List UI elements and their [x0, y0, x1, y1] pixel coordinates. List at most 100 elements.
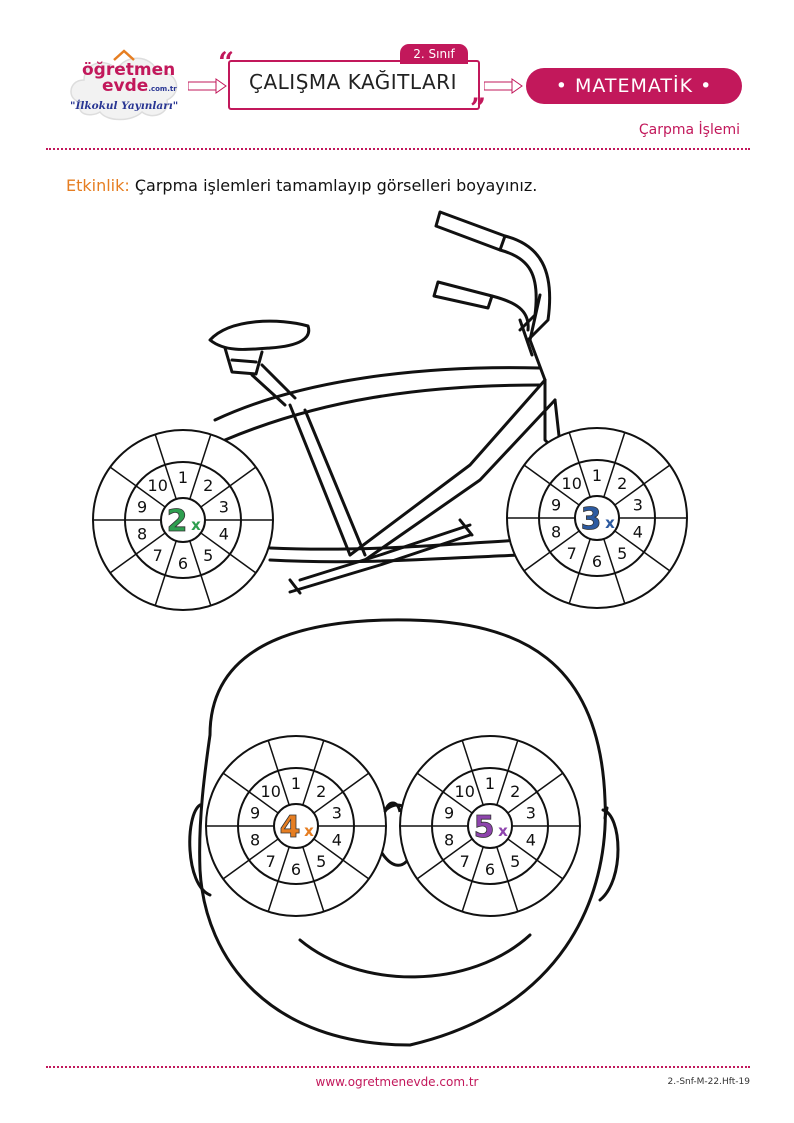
answer-divider: [342, 772, 370, 793]
inner-divider: [603, 462, 616, 498]
answer-divider: [229, 553, 257, 574]
answer-divider: [643, 551, 671, 572]
factor-number: 9: [137, 498, 147, 517]
footer-url[interactable]: www.ogretmenevde.com.tr: [315, 1075, 479, 1089]
inner-divider: [189, 464, 202, 500]
answer-slot[interactable]: [354, 837, 378, 861]
header-divider: [46, 148, 750, 150]
arrow-right-icon: [188, 78, 227, 94]
answer-slot[interactable]: [515, 529, 539, 553]
instruction-label: Etkinlik:: [66, 176, 130, 195]
inner-divider: [471, 770, 484, 806]
answer-slot[interactable]: [542, 566, 566, 590]
answer-slot[interactable]: [408, 791, 432, 815]
footer-code: 2.-Snf-M-22.Hft-19: [667, 1077, 750, 1087]
answer-slot[interactable]: [327, 874, 351, 898]
glasses-bridge: [383, 801, 402, 813]
answer-slot[interactable]: [435, 874, 459, 898]
instruction: Etkinlik: Çarpma işlemleri tamamlayıp gö…: [66, 176, 537, 195]
logo-cloud: [70, 49, 178, 121]
answer-slot[interactable]: [214, 568, 238, 592]
answer-slot[interactable]: [655, 529, 679, 553]
answer-slot[interactable]: [214, 791, 238, 815]
inner-divider: [302, 770, 315, 806]
answer-slot[interactable]: [128, 448, 152, 472]
answer-slot[interactable]: [542, 446, 566, 470]
inner-divider: [302, 846, 315, 882]
bicycle-frame: [213, 293, 592, 595]
topic-label: Çarpma İşlemi: [638, 122, 740, 138]
answer-divider: [342, 859, 370, 880]
answer-divider: [536, 859, 564, 880]
answer-slot[interactable]: [171, 582, 195, 606]
answer-slot[interactable]: [101, 531, 125, 555]
factor-number: 4: [526, 830, 536, 849]
factor-number: 1: [485, 774, 495, 793]
answer-divider: [461, 880, 473, 912]
factor-number: 9: [250, 804, 260, 823]
answer-slot[interactable]: [521, 754, 545, 778]
factor-number: 4: [219, 524, 229, 543]
answer-slot[interactable]: [284, 888, 308, 912]
answer-divider: [200, 434, 212, 466]
close-quote-icon: ”: [470, 92, 487, 125]
handlebars: [432, 210, 552, 342]
inner-divider: [578, 538, 591, 574]
answer-slot[interactable]: [628, 446, 652, 470]
answer-slot[interactable]: [101, 485, 125, 509]
inner-divider: [248, 838, 279, 861]
inner-divider: [614, 530, 645, 553]
answer-slot[interactable]: [478, 888, 502, 912]
inner-divider: [135, 485, 166, 508]
answer-slot[interactable]: [214, 837, 238, 861]
arrow-right-icon: [484, 78, 523, 94]
answer-slot[interactable]: [585, 580, 609, 604]
answer-slot[interactable]: [327, 754, 351, 778]
factor-number: 7: [460, 852, 470, 871]
answer-slot[interactable]: [241, 531, 265, 555]
factor-number: 10: [148, 476, 168, 495]
answer-slot[interactable]: [171, 434, 195, 458]
answer-slot[interactable]: [515, 483, 539, 507]
inner-divider: [442, 838, 473, 861]
answer-divider: [109, 553, 137, 574]
factor-number: 3: [332, 804, 342, 823]
inner-divider: [496, 846, 509, 882]
answer-slot[interactable]: [284, 740, 308, 764]
answer-slot[interactable]: [354, 791, 378, 815]
inner-divider: [603, 538, 616, 574]
factor-number: 4: [633, 522, 643, 541]
answer-slot[interactable]: [241, 874, 265, 898]
multiplier-number: 2: [167, 504, 188, 539]
answer-slot[interactable]: [408, 837, 432, 861]
open-quote-icon: “: [218, 46, 235, 79]
answer-slot[interactable]: [548, 837, 572, 861]
answer-slot[interactable]: [435, 754, 459, 778]
answer-slot[interactable]: [128, 568, 152, 592]
answer-slot[interactable]: [478, 740, 502, 764]
factor-number: 8: [137, 524, 147, 543]
inner-divider: [313, 791, 344, 814]
inner-divider: [164, 464, 177, 500]
answer-slot[interactable]: [585, 432, 609, 456]
answer-slot[interactable]: [521, 874, 545, 898]
saddle: [208, 319, 311, 376]
factor-number: 9: [444, 804, 454, 823]
factor-number: 5: [316, 852, 326, 871]
factor-number: 3: [526, 804, 536, 823]
answer-slot[interactable]: [628, 566, 652, 590]
answer-slot[interactable]: [214, 448, 238, 472]
inner-divider: [189, 540, 202, 576]
answer-slot[interactable]: [241, 485, 265, 509]
sheet-title: ÇALIŞMA KAĞITLARI: [249, 70, 457, 94]
answer-slot[interactable]: [548, 791, 572, 815]
answer-slot[interactable]: [241, 754, 265, 778]
factor-number: 7: [153, 546, 163, 565]
factor-number: 9: [551, 496, 561, 515]
answer-slot[interactable]: [655, 483, 679, 507]
factor-number: 3: [633, 496, 643, 515]
factor-number: 8: [551, 522, 561, 541]
